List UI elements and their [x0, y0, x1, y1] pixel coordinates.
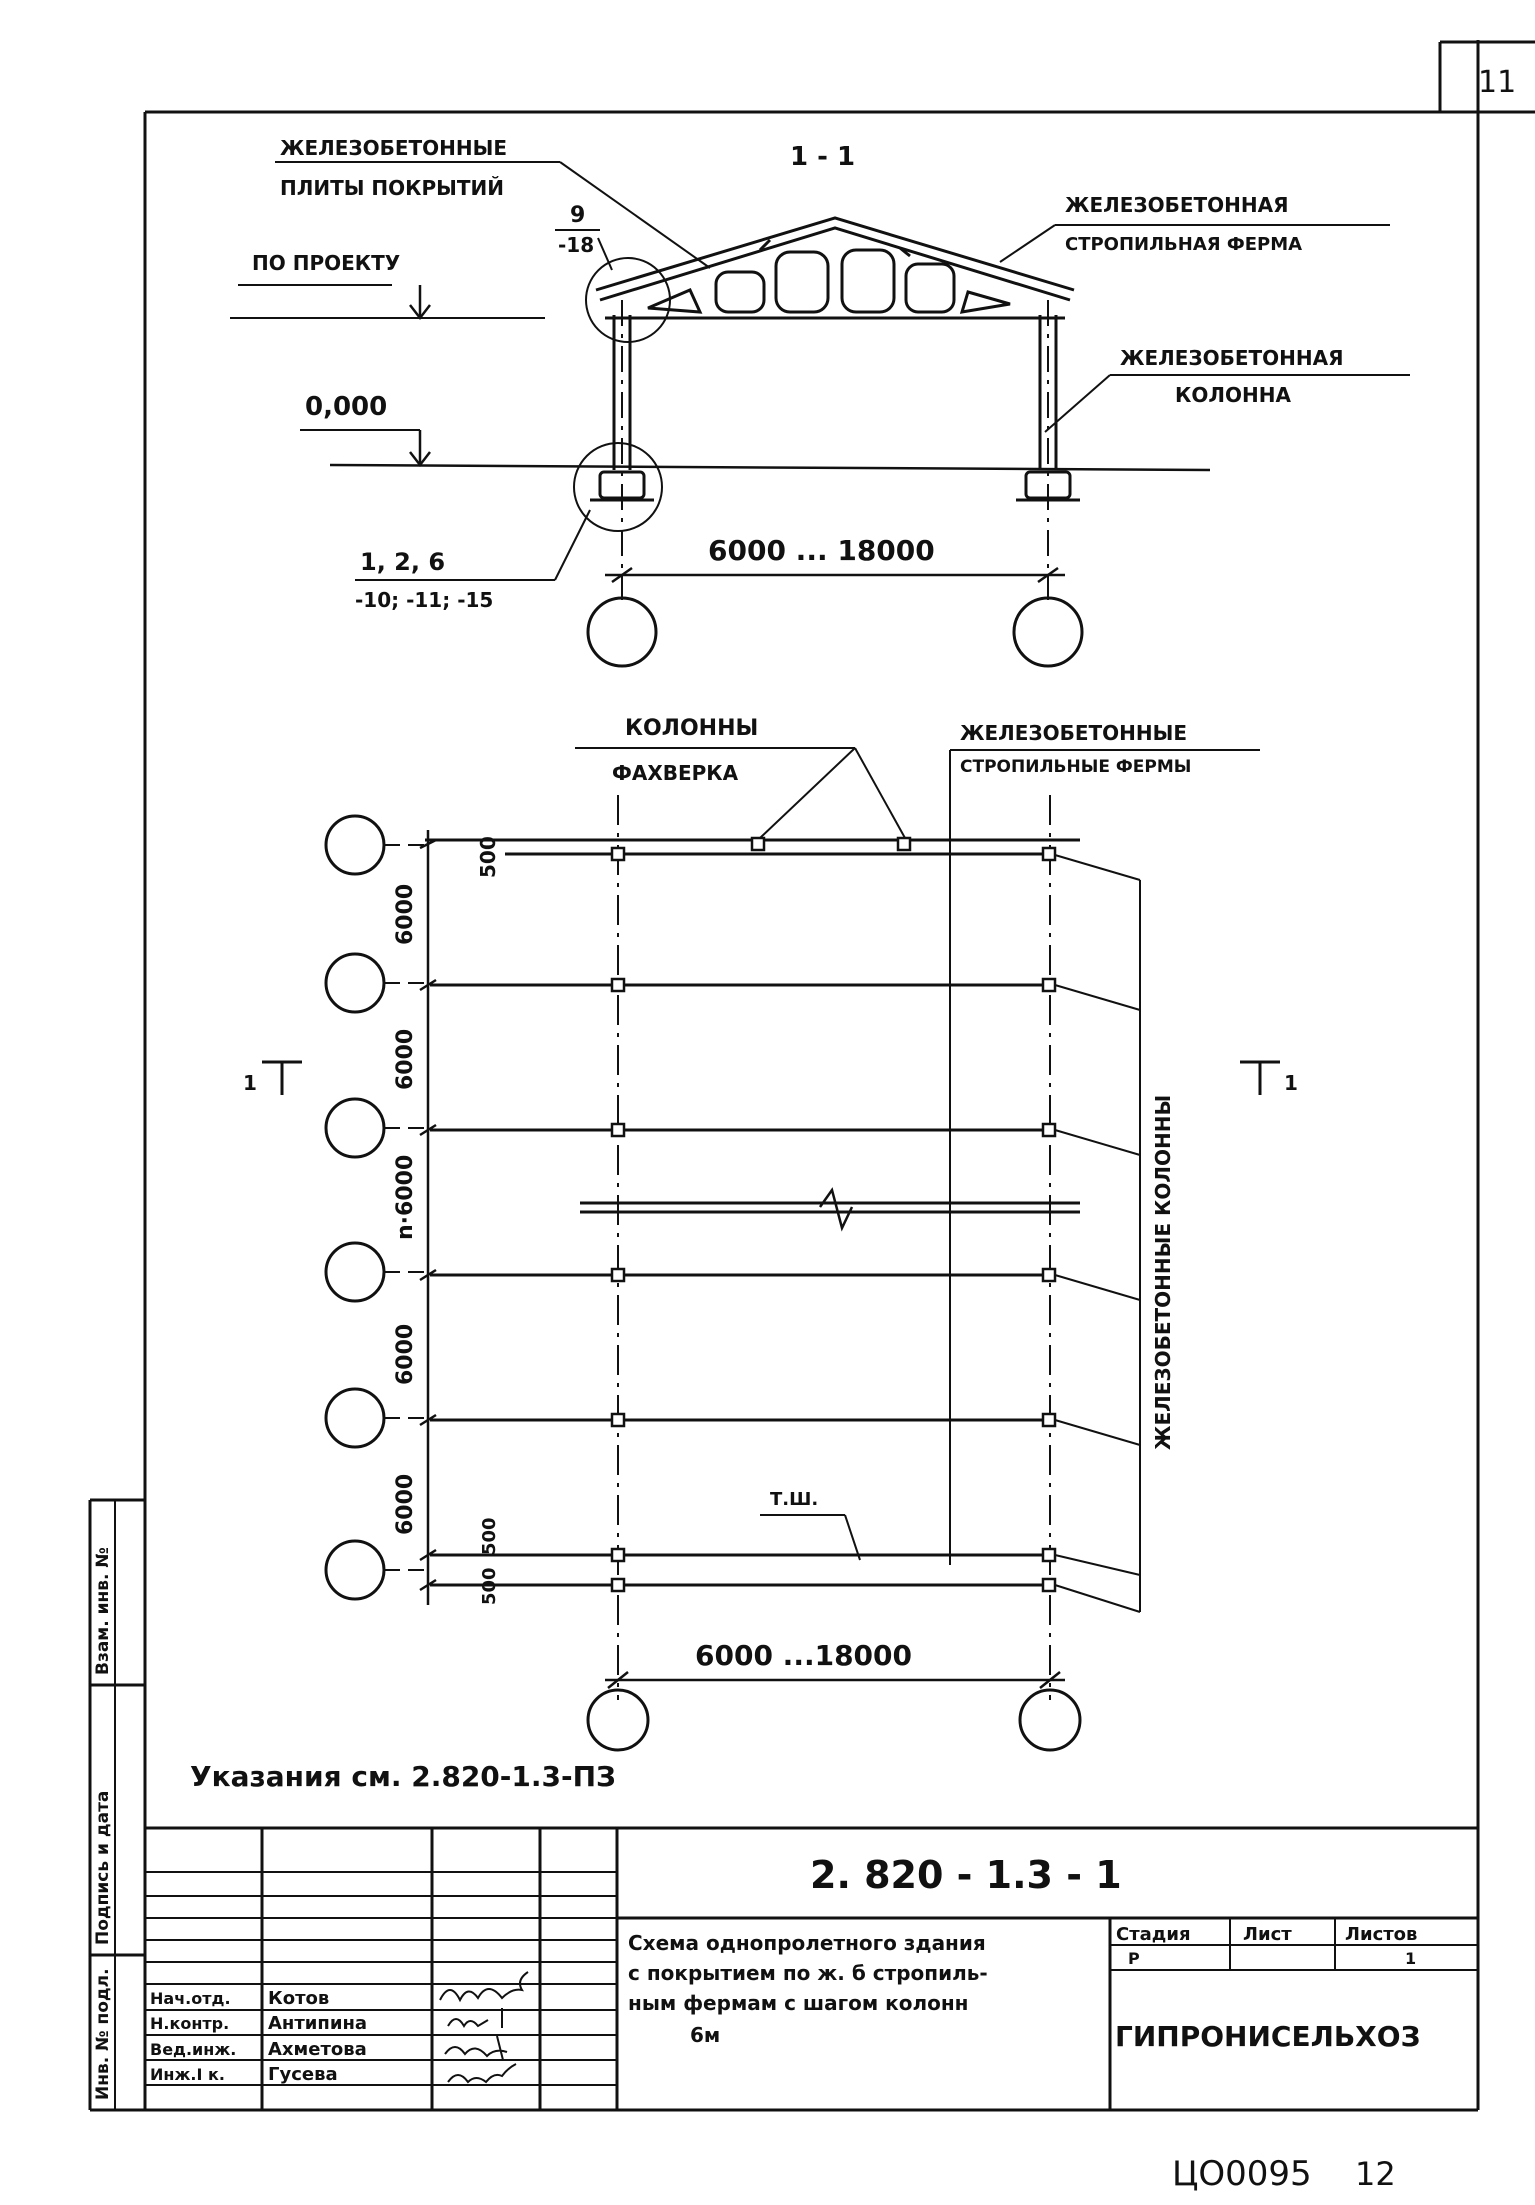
plan-dimension-labels: 500 6000 6000 n·6000 6000 6000 500 500 [393, 836, 500, 1605]
section-axis-bubble-right [1012, 596, 1084, 668]
plan-span-label: 6000 ...18000 [695, 1639, 912, 1672]
cut-mark-right [1240, 1060, 1280, 1095]
sheet-header: Лист [1243, 1924, 1292, 1945]
plan-view: КОЛОННЫ ФАХВЕРКА ЖЕЛЕЗОБЕТОННЫЕ СТРОПИЛЬ… [243, 716, 1298, 1752]
section-axis-bubble-left [586, 596, 658, 668]
svg-text:6000: 6000 [393, 884, 418, 945]
side-stamp-box2: Подпись и дата [93, 1791, 113, 1945]
side-stamp-box3: Взам. инв. № [93, 1547, 113, 1675]
svg-text:Вед.инж.: Вед.инж. [150, 2040, 236, 2059]
level-zero-label: 0,000 [305, 392, 387, 422]
column-label-line1: ЖЕЛЕЗОБЕТОННАЯ [1120, 346, 1344, 370]
cut-mark-left-label: 1 [243, 1071, 257, 1095]
plates-label-line2: ПЛИТЫ ПОКРЫТИЙ [280, 176, 504, 200]
node-circle-top [585, 257, 671, 343]
svg-text:Нач.отд.: Нач.отд. [150, 1989, 231, 2008]
corner-sheet-number: 11 [1478, 65, 1516, 100]
side-stamp-box1: Инв. № подл. [93, 1968, 113, 2100]
svg-text:с покрытием по ж. б стропиль-: с покрытием по ж. б стропиль- [628, 1961, 988, 1985]
svg-text:Н.контр.: Н.контр. [150, 2014, 229, 2033]
side-stamp [88, 1498, 145, 2112]
sheet-frame [143, 40, 1535, 2110]
svg-text:ным фермам с шагом колонн: ным фермам с шагом колонн [628, 1991, 969, 2015]
svg-text:6000: 6000 [393, 1324, 418, 1385]
cut-mark-left [262, 1060, 302, 1095]
svg-text:500: 500 [479, 1517, 500, 1555]
svg-text:500: 500 [479, 1567, 500, 1605]
archive-number: ЦО0095 [1172, 2154, 1312, 2194]
svg-text:Схема однопролетного здания: Схема однопролетного здания [628, 1931, 986, 1955]
svg-text:6000: 6000 [393, 1474, 418, 1535]
plan-axis-bubble-left [586, 1688, 650, 1752]
svg-text:500: 500 [476, 836, 500, 878]
truss-label-line1: ЖЕЛЕЗОБЕТОННАЯ [1065, 193, 1289, 217]
svg-text:Гусева: Гусева [268, 2064, 338, 2085]
plates-label-line1: ЖЕЛЕЗОБЕТОННЫЕ [280, 136, 507, 160]
node-base-number: 1, 2, 6 [360, 548, 445, 576]
svg-text:Котов: Котов [268, 1988, 329, 2009]
section-span-dimension [605, 566, 1065, 584]
svg-text:Инж.I к.: Инж.I к. [150, 2065, 225, 2084]
svg-text:Антипина: Антипина [268, 2013, 367, 2034]
cut-mark-right-label: 1 [1284, 1071, 1298, 1095]
node-top-denominator: -18 [558, 233, 594, 257]
fachwerk-label-line1: КОЛОННЫ [625, 716, 758, 741]
plan-row-axis-bubbles [324, 814, 386, 1601]
sheets-header: Листов [1345, 1924, 1417, 1945]
node-top-number: 9 [570, 203, 585, 228]
section-span-label: 6000 ... 18000 [708, 534, 935, 567]
svg-text:Ахметова: Ахметова [268, 2039, 367, 2060]
svg-text:6000: 6000 [393, 1029, 418, 1090]
section-1-1: 1 - 1 [230, 136, 1410, 668]
columns-vertical-label: ЖЕЛЕЗОБЕТОННЫЕ КОЛОННЫ [1151, 1095, 1175, 1450]
document-code: 2. 820 - 1.3 - 1 [810, 1853, 1122, 1897]
break-mark [818, 1187, 854, 1232]
trusses-label-line2: СТРОПИЛЬНЫЕ ФЕРМЫ [960, 757, 1191, 777]
trusses-label-line1: ЖЕЛЕЗОБЕТОННЫЕ [960, 721, 1187, 745]
signature-rows: Нач.отд. Котов Н.контр. Антипина Вед.инж… [150, 1988, 367, 2085]
svg-text:n·6000: n·6000 [393, 1155, 418, 1240]
stage-value: Р [1128, 1949, 1140, 1968]
stage-header: Стадия [1116, 1924, 1191, 1945]
organization-name: ГИПРОНИСЕЛЬХОЗ [1115, 2020, 1420, 2053]
plan-column-markers [610, 836, 1057, 1593]
truss-label-line2: СТРОПИЛЬНАЯ ФЕРМА [1065, 234, 1302, 255]
page-number: 12 [1355, 2155, 1396, 2193]
section-truss [595, 216, 1075, 320]
instructions-note: Указания см. 2.820-1.3-ПЗ [190, 1760, 616, 1793]
column-label-line2: КОЛОННА [1175, 383, 1291, 407]
node-base-denominator: -10; -11; -15 [355, 588, 493, 612]
title-block [145, 1826, 1480, 2112]
node-circle-base [573, 442, 663, 532]
plan-axis-bubble-right [1018, 1688, 1082, 1752]
sheets-value: 1 [1405, 1949, 1416, 1968]
tsh-label: Т.Ш. [770, 1489, 818, 1510]
handwritten-signatures [439, 1971, 529, 2084]
fachwerk-label-line2: ФАХВЕРКА [612, 761, 739, 785]
svg-text:6м: 6м [690, 2023, 720, 2047]
level-project-label: ПО ПРОЕКТУ [252, 251, 400, 275]
section-title: 1 - 1 [790, 142, 855, 172]
drawing-description: Схема однопролетного здания с покрытием … [628, 1931, 988, 2047]
plan-rows [425, 838, 1080, 1587]
